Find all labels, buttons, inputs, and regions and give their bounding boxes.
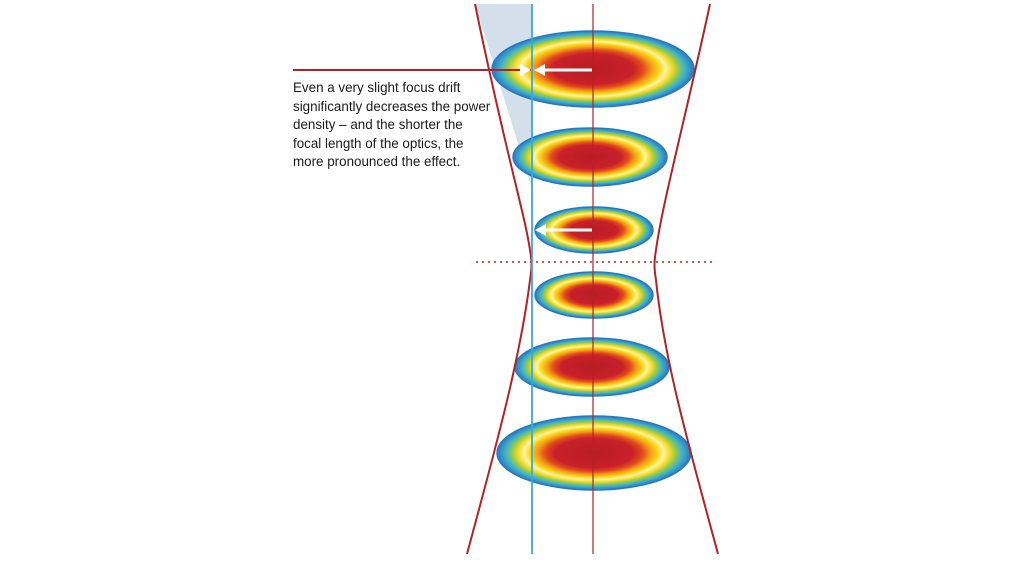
caption-text: Even a very slight focus drift significa… [293, 80, 491, 170]
drift-arrow-lower [535, 224, 592, 236]
beam-spot [534, 271, 654, 319]
beam-outline-right [653, 3, 719, 555]
beam-spots [491, 30, 695, 491]
beam-spot [512, 127, 668, 187]
beam-spot [514, 337, 670, 397]
beam-spot [496, 415, 692, 491]
drift-arrow-upper [520, 64, 592, 76]
